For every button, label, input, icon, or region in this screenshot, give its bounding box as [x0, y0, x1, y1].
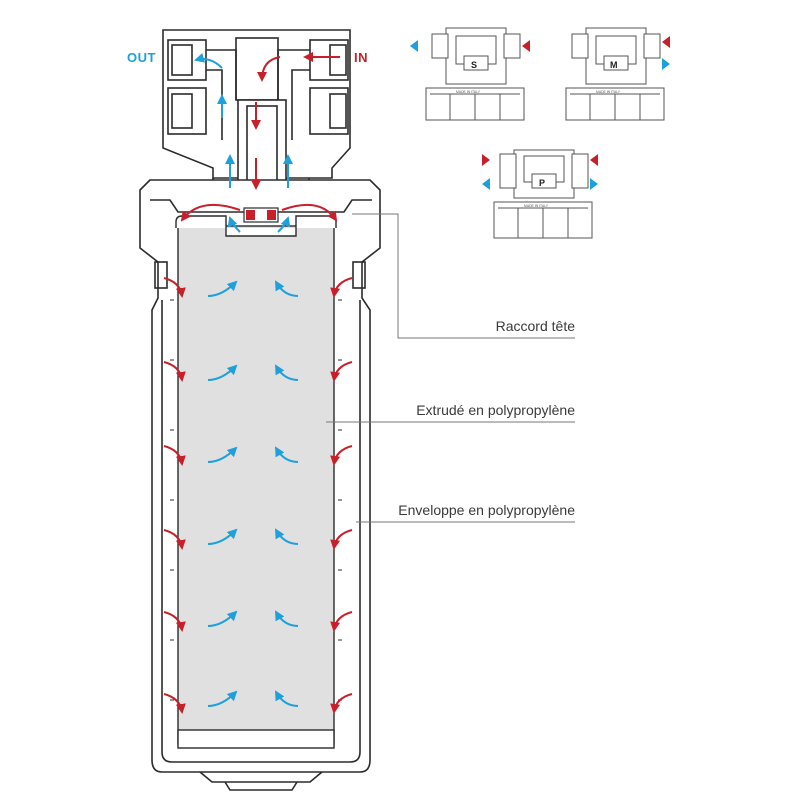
cartridge-bottom-cap [177, 729, 335, 749]
arrow-right-red-p-left [482, 154, 490, 166]
out-label: OUT [127, 50, 156, 65]
cartridge-core [177, 225, 335, 745]
variant-letter-s: S [471, 60, 477, 70]
head-variant-s: S MADE IN ITALY [410, 27, 530, 121]
variant-stamp-p: MADE IN ITALY [524, 204, 549, 208]
leader-raccord [352, 213, 575, 339]
arrow-left-blue-s [410, 40, 418, 52]
callout-extrude-polypropylene: Extrudé en polypropylène [416, 402, 575, 418]
inflow-arrows [163, 52, 353, 714]
head-variant-m: M MADE IN ITALY [565, 27, 670, 121]
arrow-left-red-p-right [590, 154, 598, 166]
in-label: IN [354, 50, 368, 65]
head-variant-p: P MADE IN ITALY [482, 149, 598, 239]
cartridge [170, 215, 342, 749]
variant-stamp-s: MADE IN ITALY [456, 90, 481, 94]
variant-letter-m: M [610, 60, 618, 70]
arrow-left-red-s [522, 40, 530, 52]
arrow-left-blue-p-left [482, 178, 490, 190]
arrow-right-blue-p-right [590, 178, 598, 190]
arrow-right-blue-m [662, 58, 670, 70]
outflow-arrows [194, 52, 299, 707]
center-valve [243, 207, 279, 223]
callout-raccord-tete: Raccord tête [495, 318, 575, 334]
callout-leaders [326, 213, 575, 523]
callout-enveloppe-polypropylene: Enveloppe en polypropylène [398, 502, 575, 518]
variant-letter-p: P [539, 178, 545, 188]
variant-stamp-m: MADE IN ITALY [596, 90, 621, 94]
arrow-left-red-m [662, 36, 670, 48]
